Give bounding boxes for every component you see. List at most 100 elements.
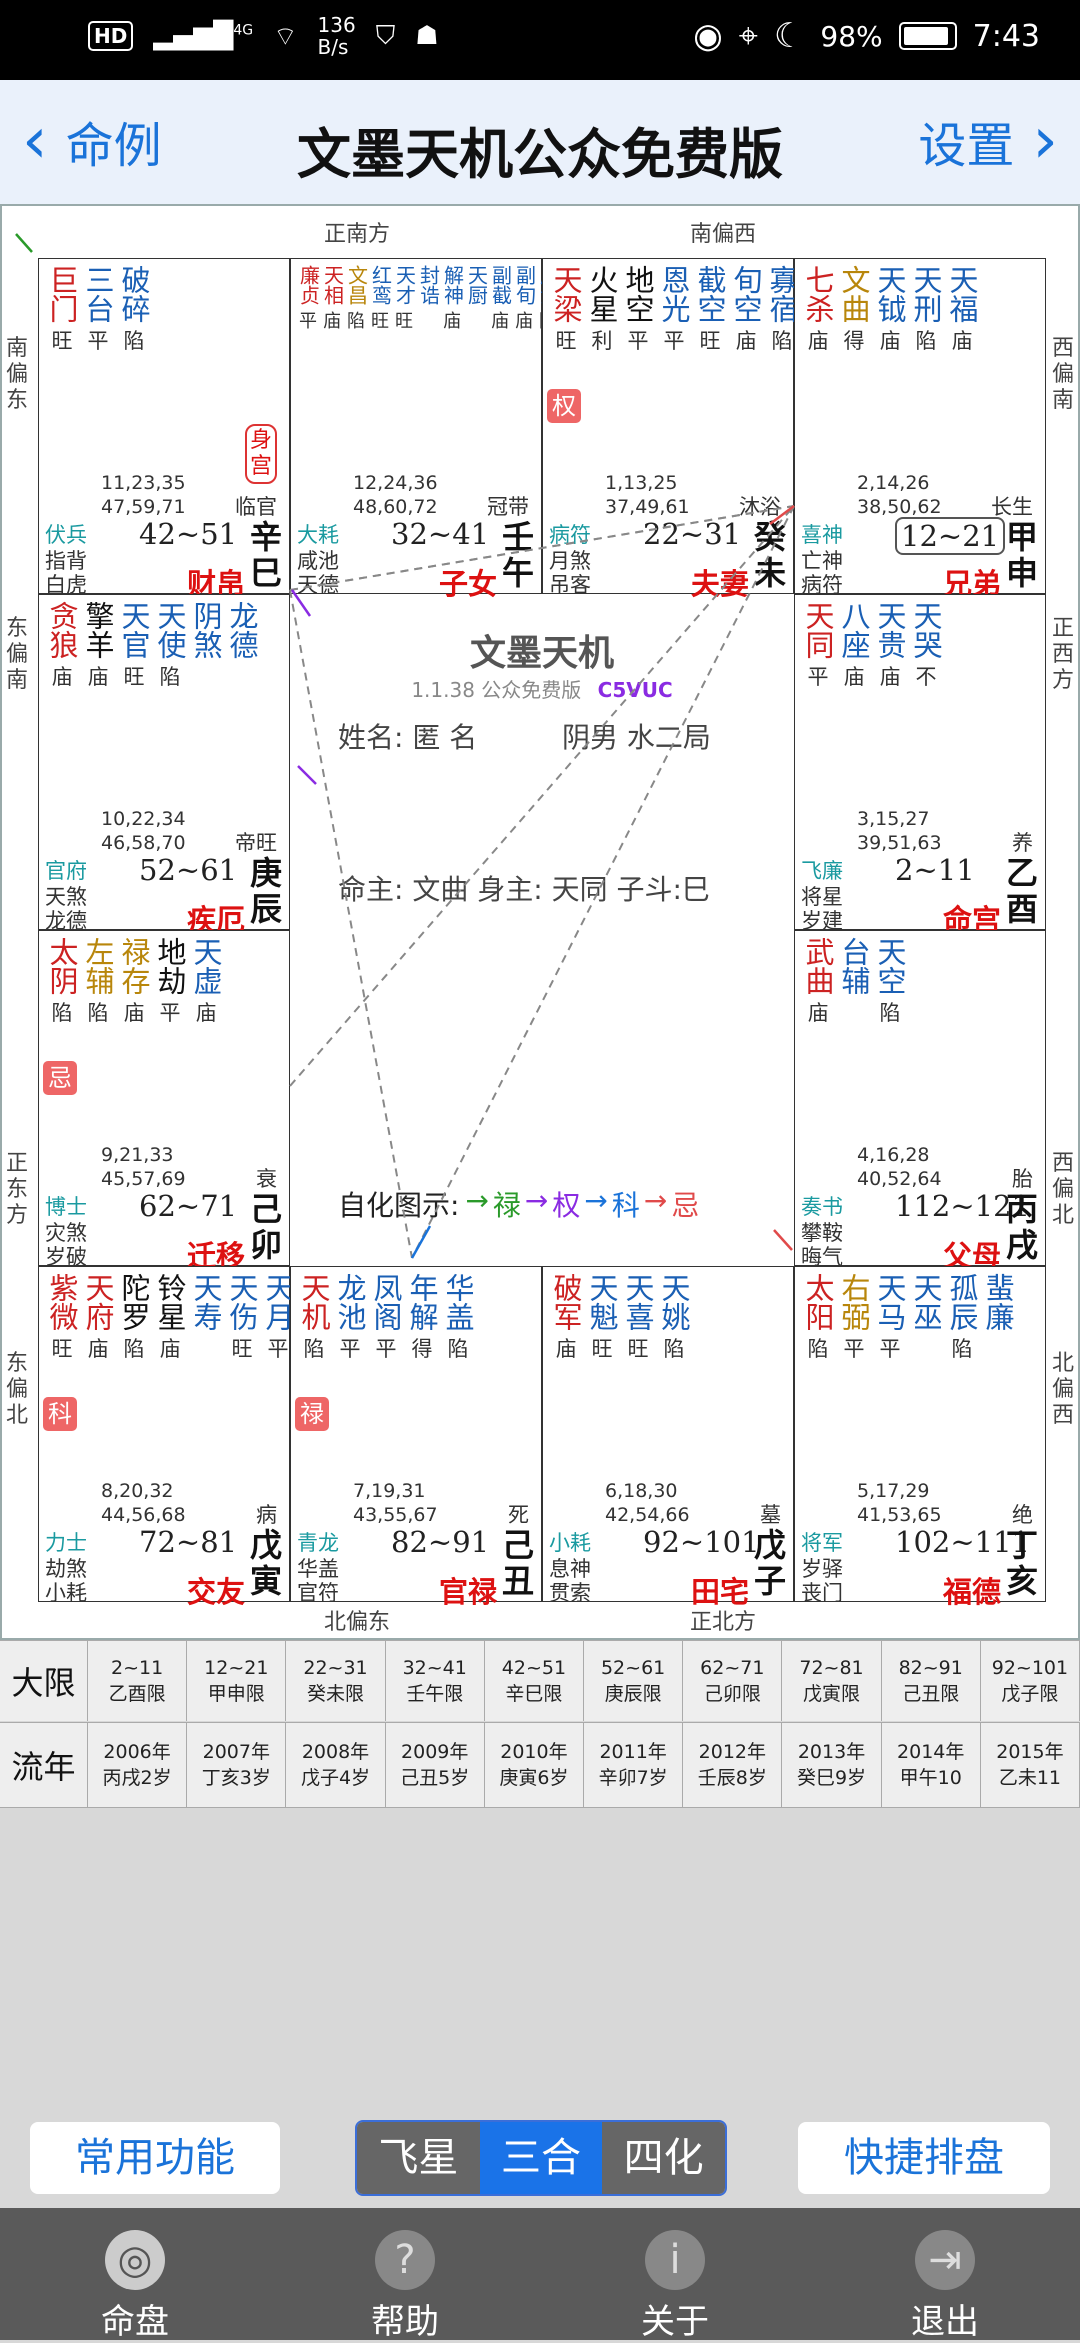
center-panel: 文墨天机 1.1.38 公众免费版 C5VUC 姓名: 匿 名 阴男 水二局 命… bbox=[290, 590, 794, 1262]
liunian-text: 己丑5岁 bbox=[400, 1767, 470, 1789]
star: 天相庙 bbox=[321, 265, 345, 333]
liunian-cell[interactable]: 2011年辛卯7岁 bbox=[584, 1723, 684, 1807]
liunian-cell[interactable]: 2012年壬辰8岁 bbox=[683, 1723, 783, 1807]
tab-item[interactable]: ◎命盘 bbox=[45, 2208, 225, 2343]
liunian-cell[interactable]: 2006年丙戌2岁 bbox=[88, 1723, 188, 1807]
star: 天魁旺 bbox=[585, 1273, 619, 1363]
palace-cell[interactable]: 天梁旺火星利地空平恩光平截空旺旬空庙寡宿陷不权1,13,2537,49,61沐浴… bbox=[542, 258, 822, 601]
arrow-icon: → bbox=[524, 1184, 549, 1217]
tab-label: 退出 bbox=[911, 2302, 979, 2342]
star-name: 左辅 bbox=[81, 937, 115, 995]
suiqian-god: 月煞 bbox=[549, 549, 591, 573]
star: 天官旺 bbox=[117, 601, 151, 691]
star-brightness: 陷 bbox=[915, 329, 937, 353]
star-list: 天机陷龙池平凤阁平年解得华盖陷 bbox=[297, 1273, 537, 1363]
jiangqian-god: 白虎 bbox=[45, 573, 87, 597]
age-line: 48,60,72 bbox=[353, 496, 438, 518]
star-brightness: 庙 bbox=[951, 329, 973, 353]
star-name: 文昌 bbox=[344, 265, 369, 305]
gan-char: 丙 bbox=[1005, 1190, 1038, 1228]
liunian-cell[interactable]: 2015年乙未11 bbox=[980, 1723, 1080, 1807]
tab-item[interactable]: ⇥退出 bbox=[855, 2208, 1035, 2343]
gan-char: 戊 bbox=[753, 1526, 786, 1564]
liunian-cell[interactable]: 2013年癸巳9岁 bbox=[782, 1723, 882, 1807]
jiangqian-god: 小耗 bbox=[45, 1581, 87, 1605]
wifi-icon: ⌔ bbox=[273, 21, 298, 52]
liunian-cell[interactable]: 2014年甲午10 bbox=[881, 1723, 981, 1807]
liunian-cell[interactable]: 2009年己丑5岁 bbox=[385, 1723, 485, 1807]
sanhe-lines bbox=[15, 233, 795, 1259]
star-name: 天机 bbox=[297, 1273, 331, 1331]
age-line: 42,54,66 bbox=[605, 1504, 690, 1526]
star: 解神庙 bbox=[441, 265, 465, 333]
liunian-cell[interactable]: 2008年戊子4岁 bbox=[286, 1723, 386, 1807]
star-name: 地空 bbox=[621, 265, 655, 323]
star: 禄存庙 bbox=[117, 937, 151, 1027]
star: 左辅陷 bbox=[81, 937, 115, 1027]
seg-option[interactable]: 飞星 bbox=[357, 2122, 480, 2194]
star-brightness: 庙 bbox=[555, 1337, 577, 1361]
star-brightness: 平 bbox=[299, 311, 317, 332]
tab-item[interactable]: ?帮助 bbox=[315, 2208, 495, 2343]
dir-left-2: 东偏南 bbox=[5, 616, 28, 693]
star-brightness: 庙 bbox=[735, 329, 757, 353]
star-name: 截空 bbox=[693, 265, 727, 323]
star-name: 铃星 bbox=[153, 1273, 187, 1331]
star-brightness: 庙 bbox=[159, 1337, 181, 1361]
suiqian-god: 灾煞 bbox=[45, 1221, 87, 1245]
settings-button[interactable]: 设置 › bbox=[918, 106, 1058, 176]
star: 铃星庙 bbox=[153, 1273, 187, 1363]
daxian-text: 戊寅限 bbox=[803, 1683, 861, 1705]
tab-label: 关于 bbox=[641, 2302, 709, 2342]
palace-cell[interactable]: 廉贞平天相庙文昌陷红鸾旺天才旺封诰解神庙天厨副截庙副旬庙咸池陷天德旺12,24,… bbox=[290, 258, 585, 601]
star-brightness: 得 bbox=[411, 1337, 433, 1361]
star: 华盖陷 bbox=[441, 1273, 475, 1363]
arrow-icon: → bbox=[584, 1184, 608, 1217]
star-brightness: 陷 bbox=[159, 665, 181, 689]
moon-icon: ☾ bbox=[773, 16, 805, 56]
liunian-cell[interactable]: 2007年丁亥3岁 bbox=[187, 1723, 287, 1807]
mode-segmented-control[interactable]: 飞星三合四化 bbox=[355, 2120, 727, 2196]
boshi-god: 将军 bbox=[801, 1531, 843, 1555]
zhi-char: 子 bbox=[753, 1562, 786, 1600]
age-line: 43,55,67 bbox=[353, 1504, 438, 1526]
back-button[interactable]: ‹ 命例 bbox=[22, 106, 162, 176]
star-brightness: 庙 bbox=[843, 665, 865, 689]
palace-cell[interactable]: 紫微旺天府庙陀罗陷铃星庙天寿天伤旺天月平大耗劫煞陷月德科8,20,3244,56… bbox=[38, 1266, 403, 1609]
liunian-cell[interactable]: 2010年庚寅6岁 bbox=[484, 1723, 585, 1807]
common-functions-button[interactable]: 常用功能 bbox=[30, 2122, 280, 2194]
star: 太阴陷 bbox=[45, 937, 79, 1027]
star-brightness: 平 bbox=[375, 1337, 397, 1361]
help-icon: ? bbox=[375, 2230, 435, 2290]
boshi-god: 官府 bbox=[45, 859, 87, 883]
dir-top-left: 正南方 bbox=[324, 222, 391, 247]
star-name: 天巫 bbox=[909, 1273, 943, 1331]
seg-option[interactable]: 三合 bbox=[479, 2122, 603, 2194]
seg-option[interactable]: 四化 bbox=[602, 2122, 725, 2194]
gan-char: 己 bbox=[249, 1190, 282, 1228]
dir-right-3: 西偏北 bbox=[1051, 1151, 1074, 1228]
quick-chart-button[interactable]: 快捷排盘 bbox=[798, 2122, 1050, 2194]
